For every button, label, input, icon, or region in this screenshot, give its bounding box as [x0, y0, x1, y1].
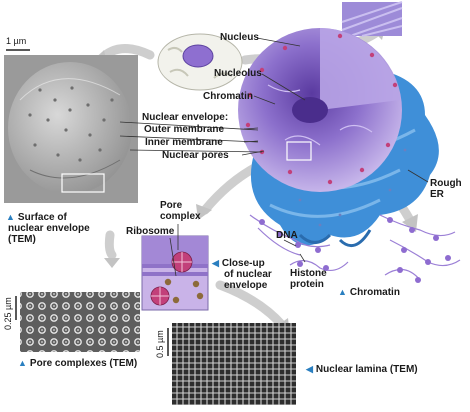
caption-surface-envelope: ▲Surface of nuclear envelope (TEM) — [6, 212, 90, 245]
caption-triangle-icon: ◀ — [306, 364, 313, 374]
label-ribosome: Ribosome — [126, 226, 175, 237]
label-rough-er-line1: Rough — [430, 178, 462, 189]
label-nuclear-pores: Nuclear pores — [162, 150, 229, 161]
label-nucleus: Nucleus — [220, 32, 259, 43]
caption-closeup-line1: Close-up — [221, 258, 265, 269]
label-pore-complex-line1: Pore — [160, 200, 183, 211]
label-histone-line1: Histone — [290, 268, 327, 279]
histone-beads — [259, 217, 451, 283]
caption-triangle-icon: ▲ — [338, 287, 347, 297]
caption-closeup-line3: envelope — [224, 280, 268, 291]
label-rough-er-line2: ER — [430, 189, 444, 200]
label-outer-membrane: Outer membrane — [144, 124, 225, 135]
caption-chromatin: ▲Chromatin — [338, 287, 400, 298]
caption-nuclear-lamina-text: Nuclear lamina (TEM) — [315, 364, 418, 375]
nucleus-sphere — [238, 28, 402, 192]
caption-triangle-icon: ▲ — [6, 212, 15, 222]
label-histone-line2: protein — [290, 279, 324, 290]
label-leaders — [119, 37, 429, 277]
caption-closeup-envelope: ◀Close-up of nuclear envelope — [212, 258, 272, 291]
label-histone-protein: Histone protein — [290, 268, 327, 290]
scale-label-lamina: 0.5 µm — [155, 330, 165, 358]
label-nuclear-envelope: Nuclear envelope: — [142, 112, 229, 123]
caption-triangle-icon: ◀ — [212, 258, 219, 268]
caption-nuclear-lamina: ◀Nuclear lamina (TEM) — [306, 364, 418, 375]
label-pore-complex-line2: complex — [160, 211, 201, 222]
caption-surface-line1: Surface of — [17, 212, 67, 223]
label-rough-er: Rough ER — [430, 178, 462, 200]
scale-label-pores: 0.25 µm — [3, 297, 13, 330]
cell-icon — [157, 33, 243, 91]
caption-chromatin-text: Chromatin — [349, 287, 400, 298]
caption-surface-line2: nuclear envelope — [8, 223, 90, 234]
scale-label-top-left: 1 µm — [6, 36, 27, 46]
nuclear-lamina-image — [172, 323, 296, 405]
caption-surface-line3: (TEM) — [8, 234, 36, 245]
caption-triangle-icon: ▲ — [18, 358, 27, 368]
label-inner-membrane: Inner membrane — [145, 137, 223, 148]
closeup-image — [141, 235, 209, 311]
label-nucleolus: Nucleolus — [214, 68, 262, 79]
envelope-detail-image — [341, 1, 403, 37]
label-dna: DNA — [276, 230, 298, 241]
pore-complexes-image — [20, 292, 140, 352]
tem-surface-image — [4, 55, 138, 203]
label-pore-complex: Pore complex — [160, 200, 201, 222]
caption-pore-complexes: ▲Pore complexes (TEM) — [18, 358, 137, 369]
label-chromatin: Chromatin — [203, 91, 253, 102]
caption-closeup-line2: of nuclear — [224, 269, 272, 280]
caption-pore-complexes-text: Pore complexes (TEM) — [29, 358, 138, 369]
